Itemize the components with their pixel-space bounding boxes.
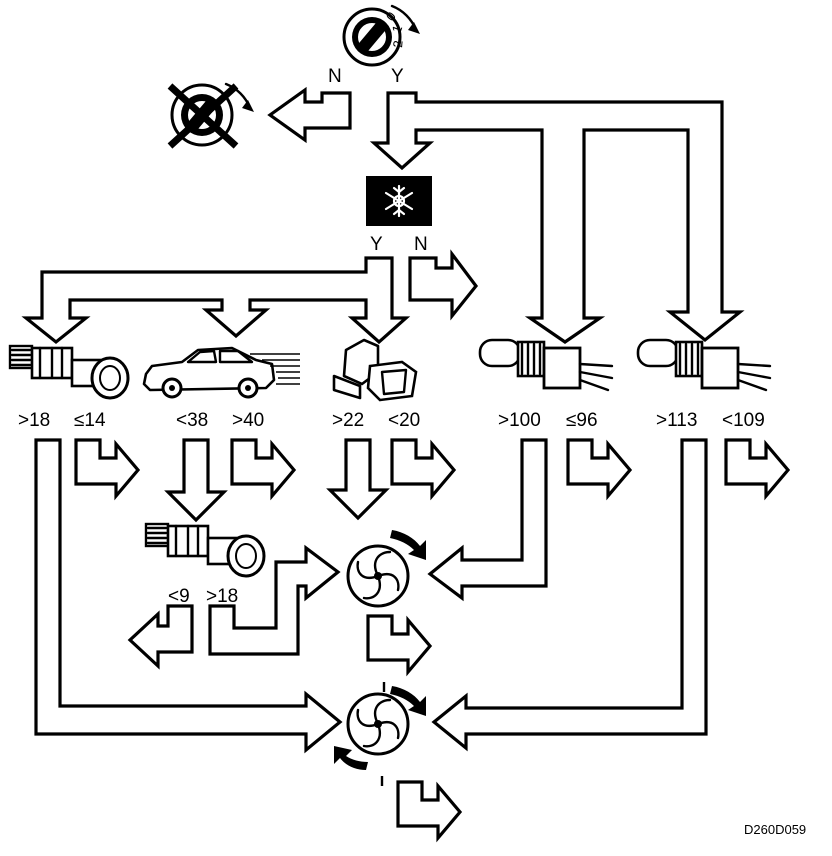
label-ac-no: N	[414, 234, 428, 255]
arrow-ignition-no	[267, 86, 352, 144]
arrow-pressure-high	[34, 438, 343, 754]
coolant-temperature-sensor-icon	[478, 338, 614, 392]
snowflake-ac-icon	[366, 176, 432, 226]
arrow-pressure2-high	[208, 544, 341, 656]
ignition-off-crossed-icon	[167, 82, 254, 149]
arrow-fan-upper-out	[366, 614, 433, 677]
figure-code: D260D059	[744, 822, 806, 837]
arrow-evap-high	[326, 438, 390, 521]
radiator-fan-icon	[346, 530, 426, 608]
arrow-speed-low	[164, 438, 228, 523]
ignition-key-icon: 0 1 2	[342, 4, 420, 67]
arrow-coolant2-low	[724, 438, 791, 501]
label-speed-high: >40	[232, 410, 264, 431]
label-pressure-high: >18	[18, 410, 50, 431]
pressure-sensor-2-icon	[144, 522, 266, 578]
arrow-ac-yes	[21, 256, 411, 345]
arrow-fan-lower-out	[396, 780, 463, 843]
radiator-fan-2-icon	[334, 682, 426, 786]
arrow-coolant1-low	[566, 438, 633, 501]
svg-text:1: 1	[389, 23, 406, 35]
arrow-coolant1-high	[427, 438, 548, 602]
label-evap-low: <20	[388, 410, 420, 431]
label-ignition-yes: Y	[391, 66, 404, 87]
label-ac-yes: Y	[370, 234, 383, 255]
car-speed-icon	[142, 346, 300, 399]
arrow-pressure2-low	[127, 604, 194, 670]
label-pressure2-high: >18	[206, 586, 238, 607]
pressure-sensor-icon	[8, 344, 130, 400]
arrow-ac-no	[408, 249, 479, 321]
arrow-speed-high	[230, 438, 297, 501]
label-pressure2-low: <9	[168, 586, 190, 607]
arrow-ignition-yes	[369, 91, 745, 344]
arrow-pressure-low	[74, 438, 141, 501]
arrow-evap-low	[390, 438, 457, 501]
label-ignition-no: N	[328, 66, 342, 87]
svg-text:2: 2	[390, 40, 406, 49]
label-coolant1-low: ≤96	[566, 410, 598, 431]
evaporator-sensor-icon	[332, 338, 418, 402]
label-pressure-low: ≤14	[74, 410, 106, 431]
coolant-temperature-sensor-2-icon	[636, 338, 772, 392]
label-coolant2-low: <109	[722, 410, 765, 431]
label-speed-low: <38	[176, 410, 208, 431]
label-evap-high: >22	[332, 410, 364, 431]
arrow-coolant2-high	[431, 438, 708, 752]
label-coolant1-high: >100	[498, 410, 541, 431]
label-coolant2-high: >113	[656, 410, 697, 431]
